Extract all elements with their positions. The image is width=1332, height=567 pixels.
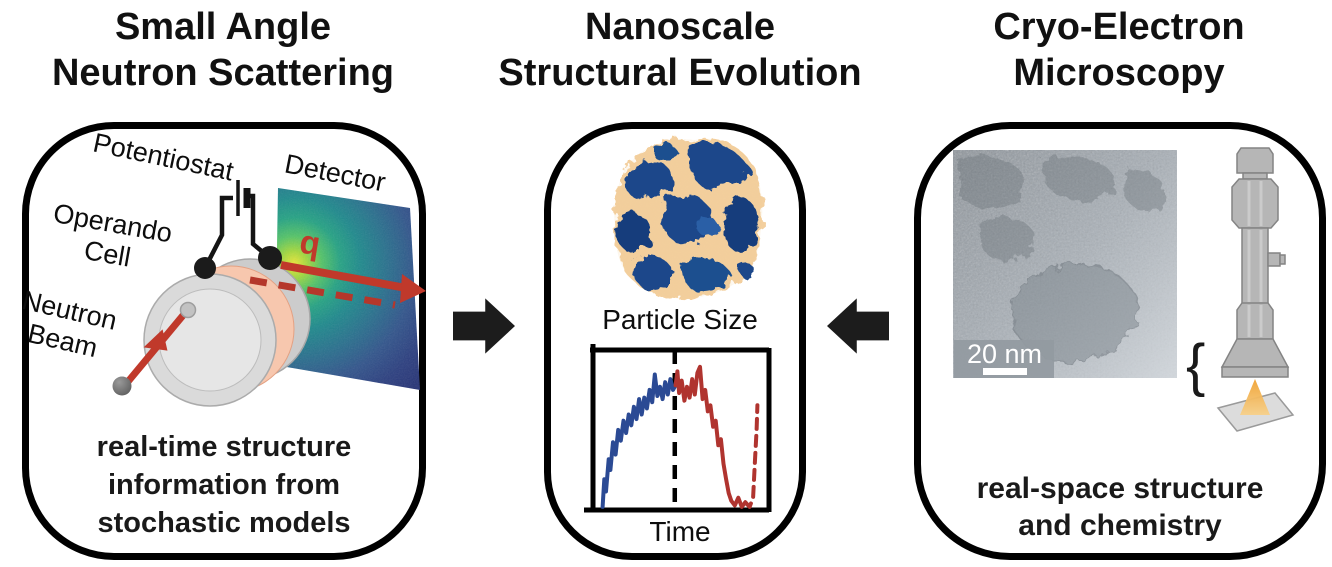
wire-left — [202, 195, 233, 270]
electron-microscope-icon — [1216, 147, 1295, 432]
beam-entry-spot — [179, 301, 197, 319]
sans-apparatus-illustration — [112, 180, 426, 407]
scale-bar: 20 nm — [954, 339, 1054, 378]
chart-title: Particle Size — [602, 304, 758, 335]
chart-series-red — [673, 364, 748, 509]
caption-sans: real-time structure information from sto… — [22, 428, 426, 542]
caption-sans-line2: information from — [108, 469, 340, 501]
neutron-beam-arrow — [112, 301, 197, 396]
tem-micrograph: 20 nm — [953, 150, 1177, 378]
q-arrowhead — [400, 274, 426, 303]
side-port-knob — [1267, 252, 1281, 267]
tem-dense-regions — [958, 156, 1166, 261]
microscope-highlights — [1247, 181, 1263, 337]
particle-size-chart — [584, 344, 772, 513]
scattered-beam-dashed — [249, 276, 396, 309]
electrode-contact-right — [258, 246, 282, 270]
title-evolution: Nanoscale Structural Evolution — [455, 4, 905, 96]
flow-arrow-right-icon — [453, 298, 515, 354]
chart-x-label: Time — [649, 516, 711, 547]
caption-cryoem-line1: real-space structure — [976, 472, 1264, 505]
neutron-sphere — [112, 376, 132, 396]
caption-sans-line3: stochastic models — [97, 507, 351, 539]
chart-frame — [584, 344, 772, 513]
title-cryoem-line1: Cryo-Electron — [993, 6, 1245, 48]
nanostructure-cube-illustration — [614, 138, 763, 299]
flow-arrow-left-icon — [827, 298, 889, 354]
q-arrow — [280, 261, 426, 303]
caption-cryoem: real-space structure and chemistry — [914, 470, 1326, 544]
caption-sans-line1: real-time structure — [96, 431, 352, 463]
title-evolution-line1: Nanoscale — [584, 6, 776, 48]
scale-bar-label: 20 nm — [967, 339, 1042, 369]
operando-cell-cylinder — [143, 258, 311, 407]
title-cryoem: Cryo-Electron Microscopy — [906, 4, 1332, 96]
scale-bar-line — [983, 368, 1027, 375]
neutron-beam-arrowhead — [143, 329, 168, 351]
tem-particle — [1012, 264, 1138, 363]
title-sans-line1: Small Angle — [114, 6, 332, 48]
title-evolution-line2: Structural Evolution — [498, 52, 862, 94]
cube-navy-phase — [616, 141, 758, 292]
caption-cryoem-line2: and chemistry — [1018, 509, 1222, 542]
electron-beam — [1240, 379, 1270, 415]
electrode-contact-left — [194, 257, 216, 279]
microscope-column — [1220, 147, 1290, 378]
chart-series — [600, 364, 760, 509]
brace: { — [1186, 333, 1206, 398]
chart-series-blue — [600, 372, 678, 509]
title-cryoem-line2: Microscopy — [1013, 52, 1225, 94]
detector-screen — [275, 188, 420, 390]
chart-series-red-dashed — [743, 403, 760, 509]
title-sans-line2: Neutron Scattering — [51, 52, 395, 94]
title-sans: Small Angle Neutron Scattering — [0, 4, 446, 96]
